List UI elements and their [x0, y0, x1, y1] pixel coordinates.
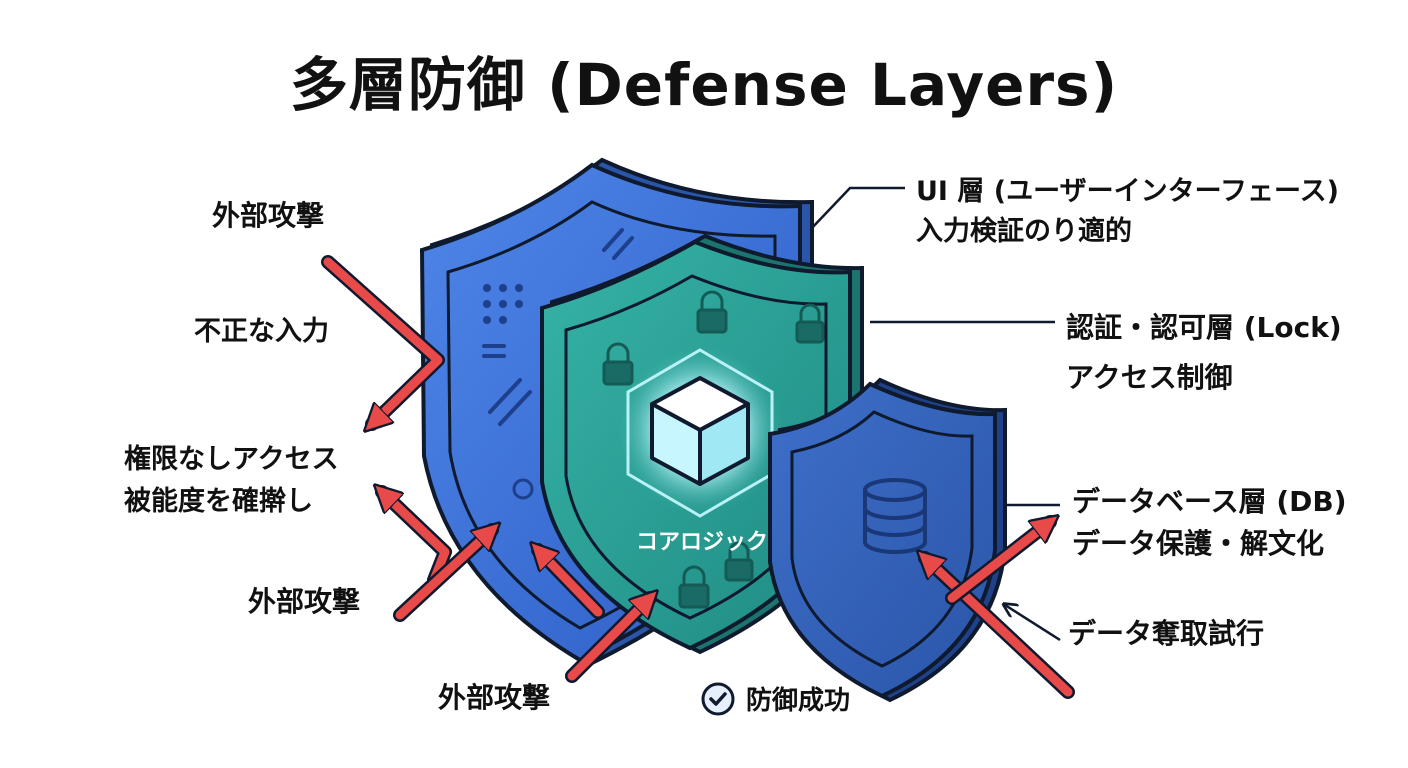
attack-label-bottom: 外部攻撃: [438, 681, 551, 714]
arrow-icon: [321, 255, 445, 424]
lock-icon: [724, 541, 754, 582]
invalid-input-label: 不正な入力: [194, 316, 329, 347]
ui-leader-line: [809, 186, 905, 231]
defense-success: 防御成功: [700, 680, 850, 717]
defense-success-label: 防御成功: [746, 686, 851, 716]
page-title: 多層防御 (Defense Layers): [289, 51, 1119, 119]
lock-icon: [795, 303, 825, 344]
core-logic-label: コアロジック: [635, 530, 768, 555]
attack-label-mid: 外部攻撃: [248, 585, 361, 618]
arrow-icon: [565, 598, 650, 683]
attack-label-top: 外部攻撃: [212, 199, 325, 232]
arrow-icon: [945, 522, 1050, 605]
attack-arrows: [321, 255, 1075, 699]
unauthorized-access-sublabel: 被能度を確擀し: [124, 486, 313, 517]
cube-icon: [650, 376, 750, 486]
arrow-icon: [382, 492, 452, 587]
check-circle-icon: [701, 682, 735, 715]
arrow-icon: [538, 550, 605, 619]
database-icon: [863, 478, 927, 554]
lock-icon: [696, 290, 728, 334]
auth-layer-title: 認証・認可層 (Lock): [1066, 311, 1342, 344]
lock-icon: [678, 565, 710, 609]
db-layer-title: データベース層 (DB): [1072, 485, 1347, 518]
db-layer-desc: データ保護・解文化: [1072, 527, 1325, 560]
leader-lines: [809, 186, 1061, 642]
lock-icon: [602, 342, 634, 386]
unauthorized-access-label: 権限なしアクセス: [124, 444, 339, 475]
theft-leader-line: [1005, 605, 1061, 642]
ui-layer-title: UI 層 (ユーザーインターフェース): [916, 176, 1339, 207]
arrow-icon: [393, 530, 492, 622]
ui-layer-desc: 入力検証のり適的: [916, 216, 1132, 247]
inner-shield-icon: [768, 377, 1007, 703]
data-theft-label: データ奪取試行: [1068, 617, 1265, 650]
arrow-icon: [925, 558, 1075, 699]
auth-layer-desc: アクセス制御: [1066, 361, 1233, 394]
